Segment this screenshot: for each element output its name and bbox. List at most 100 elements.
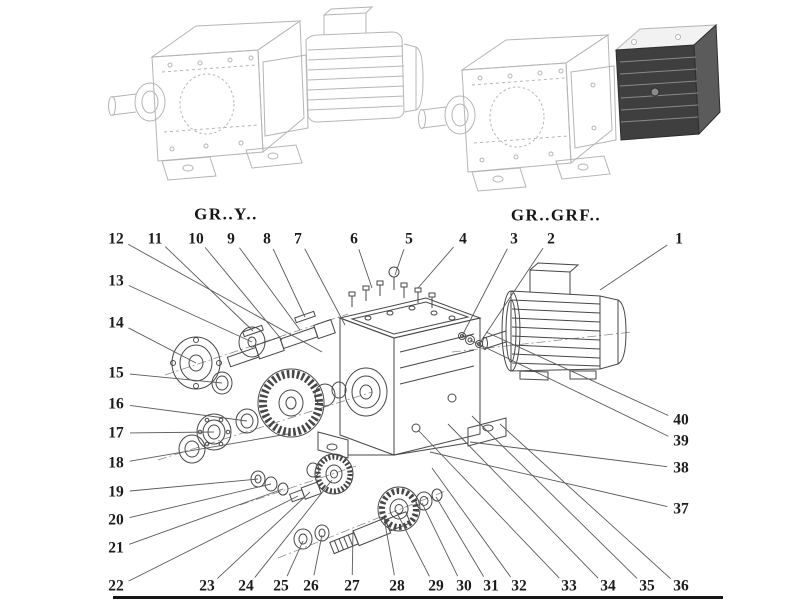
leader-line-28 (383, 517, 395, 576)
assembled-view-gr-grf (418, 23, 721, 192)
ball-bearing-rear (178, 434, 206, 464)
leader-line-10 (204, 247, 283, 341)
output-shaft-gr-grf (418, 95, 476, 135)
leader-line-37 (429, 451, 668, 508)
housing-foot-left (317, 431, 349, 459)
leader-line-1 (599, 244, 668, 291)
fan-cover-gr-y (403, 43, 417, 113)
shim-ring (331, 381, 347, 399)
callout-24: 24 (238, 578, 254, 595)
leader-line-9 (239, 247, 301, 331)
terminal-box-gr-y (323, 12, 367, 35)
callout-34: 34 (600, 578, 616, 595)
callout-30: 30 (456, 578, 472, 595)
callout-2: 2 (547, 231, 555, 248)
leader-line-36 (499, 423, 671, 579)
callout-17: 17 (108, 425, 124, 442)
leader-line-22 (128, 495, 299, 582)
housing-bolts (348, 266, 436, 308)
leader-line-38 (469, 441, 668, 468)
callout-13: 13 (108, 273, 124, 290)
leader-line-21 (129, 488, 284, 545)
callout-28: 28 (389, 578, 405, 595)
assembled-view-gr-y (108, 6, 424, 181)
leader-line-12 (128, 243, 323, 353)
callout-19: 19 (108, 484, 124, 501)
output-shaft-assembly (293, 486, 443, 555)
spacer-ring (235, 408, 259, 434)
callout-8: 8 (263, 231, 271, 248)
retaining-ring (314, 383, 336, 407)
exploded-view (157, 262, 633, 559)
variant-label-gr-y: GR..Y.. (194, 205, 258, 224)
callout-7: 7 (294, 231, 302, 248)
leader-line-5 (394, 249, 405, 276)
cover-disc (238, 326, 266, 358)
callout-36: 36 (673, 578, 689, 595)
leader-line-26 (313, 534, 323, 576)
terminal-box (529, 269, 571, 294)
housing-bore (344, 367, 388, 417)
fan-cover (599, 295, 619, 370)
callout-27: 27 (344, 578, 360, 595)
leader-line-6 (358, 249, 373, 289)
leader-line-24 (254, 479, 333, 578)
second-stage-parts (170, 326, 347, 464)
leader-line-35 (471, 415, 638, 579)
motor-feet (519, 370, 597, 381)
callout-33: 33 (561, 578, 577, 595)
callout-15: 15 (108, 365, 124, 382)
motor-block-gr-grf (614, 23, 721, 141)
leader-line-30 (421, 502, 459, 577)
callout-26: 26 (303, 578, 319, 595)
callout-21: 21 (108, 540, 124, 557)
callout-29: 29 (428, 578, 444, 595)
leader-lines (128, 243, 671, 582)
motor (501, 262, 627, 381)
callout-3: 3 (510, 231, 518, 248)
callout-14: 14 (108, 315, 124, 332)
leader-line-20 (129, 483, 272, 518)
housing-foot-right (467, 417, 507, 447)
leader-line-18 (129, 433, 289, 462)
axis-lines (157, 313, 633, 559)
side-plug (447, 393, 457, 403)
leader-line-34 (447, 423, 599, 579)
leader-line-27 (351, 529, 354, 576)
callout-6: 6 (350, 231, 358, 248)
callout-18: 18 (108, 455, 124, 472)
leader-line-23 (217, 491, 311, 579)
callout-39: 39 (673, 433, 689, 450)
callout-20: 20 (108, 512, 124, 529)
intermediate-gear (314, 453, 354, 495)
callout-10: 10 (188, 231, 204, 248)
variant-label-gr-grf: GR..GRF.. (511, 206, 601, 225)
leader-line-17 (129, 431, 215, 434)
callout-4: 4 (459, 231, 467, 248)
callout-11: 11 (148, 231, 163, 248)
bottom-edge-line (113, 596, 723, 599)
leader-line-13 (128, 285, 253, 343)
leader-line-29 (396, 512, 430, 577)
callout-1: 1 (675, 231, 683, 248)
callout-38: 38 (673, 460, 689, 477)
leader-line-19 (129, 478, 259, 492)
leader-line-32 (431, 467, 512, 578)
output-gear (377, 486, 421, 532)
output-shaft-gr-y (108, 82, 166, 122)
callout-40: 40 (673, 412, 689, 429)
leader-line-7 (304, 248, 346, 326)
callout-5: 5 (405, 231, 413, 248)
big-gear (257, 368, 325, 438)
callout-25: 25 (273, 578, 289, 595)
leader-line-14 (128, 327, 197, 364)
drain-plug (411, 423, 421, 433)
leader-line-40 (485, 331, 669, 416)
leader-line-8 (272, 248, 306, 318)
leader-line-2 (478, 247, 544, 345)
callout-37: 37 (673, 501, 689, 518)
callout-12: 12 (108, 231, 124, 248)
gear-housing (317, 297, 507, 459)
